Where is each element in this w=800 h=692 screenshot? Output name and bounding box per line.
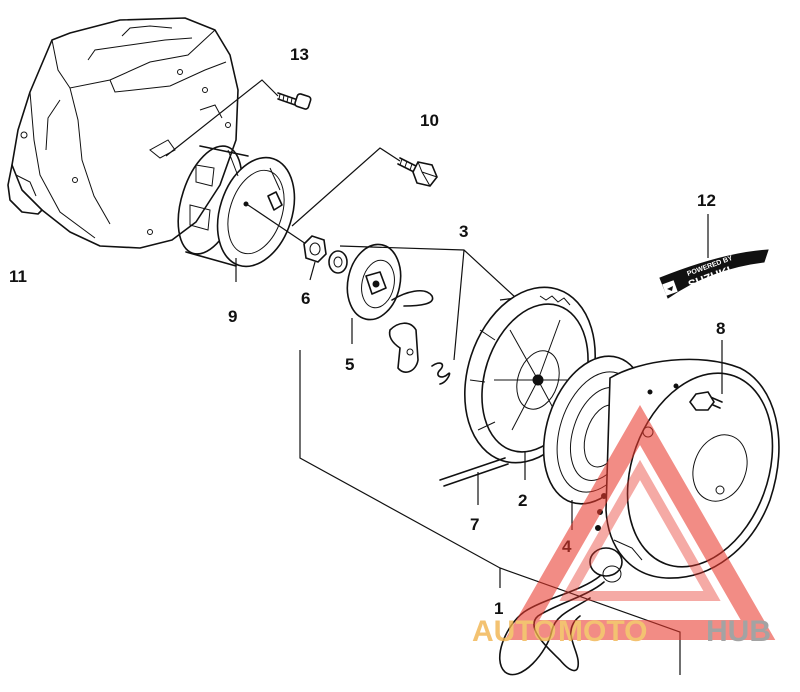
bracket-1	[299, 350, 681, 675]
bracket-3	[339, 245, 518, 361]
assembly-axis-line	[247, 204, 307, 245]
bolt-8	[689, 340, 723, 411]
label-6: 6	[301, 289, 310, 308]
label-11: 11	[9, 267, 27, 286]
label-10: 10	[420, 111, 439, 130]
washer	[328, 250, 348, 274]
powered-by-suzuki-decal: POWERED BY SUZUKI	[659, 214, 769, 299]
label-5: 5	[345, 355, 354, 374]
starter-case-1	[595, 358, 780, 579]
starter-cup	[177, 145, 296, 282]
automotohub-watermark: AUTO MOTO HUB	[472, 404, 776, 648]
watermark-moto: MOTO	[558, 615, 647, 648]
watermark-hub: HUB	[706, 615, 771, 648]
label-13: 13	[290, 45, 309, 64]
label-3: 3	[459, 222, 468, 241]
label-12: 12	[697, 191, 716, 210]
watermark-auto: AUTO	[472, 615, 556, 648]
label-9: 9	[228, 307, 237, 326]
label-2: 2	[518, 491, 527, 510]
recoil-housing-cover	[7, 17, 239, 249]
rope-7	[439, 457, 509, 505]
friction-plate-5	[346, 243, 434, 344]
label-1: 1	[494, 599, 503, 618]
label-7: 7	[470, 515, 479, 534]
watermark-triangle-logo	[504, 404, 776, 640]
suzuki-s-logo	[662, 280, 678, 296]
label-8: 8	[716, 319, 725, 338]
bolt-10	[291, 147, 438, 227]
bolt-13	[165, 79, 312, 157]
nut-6	[303, 235, 327, 281]
pawl-and-spring	[388, 322, 451, 385]
